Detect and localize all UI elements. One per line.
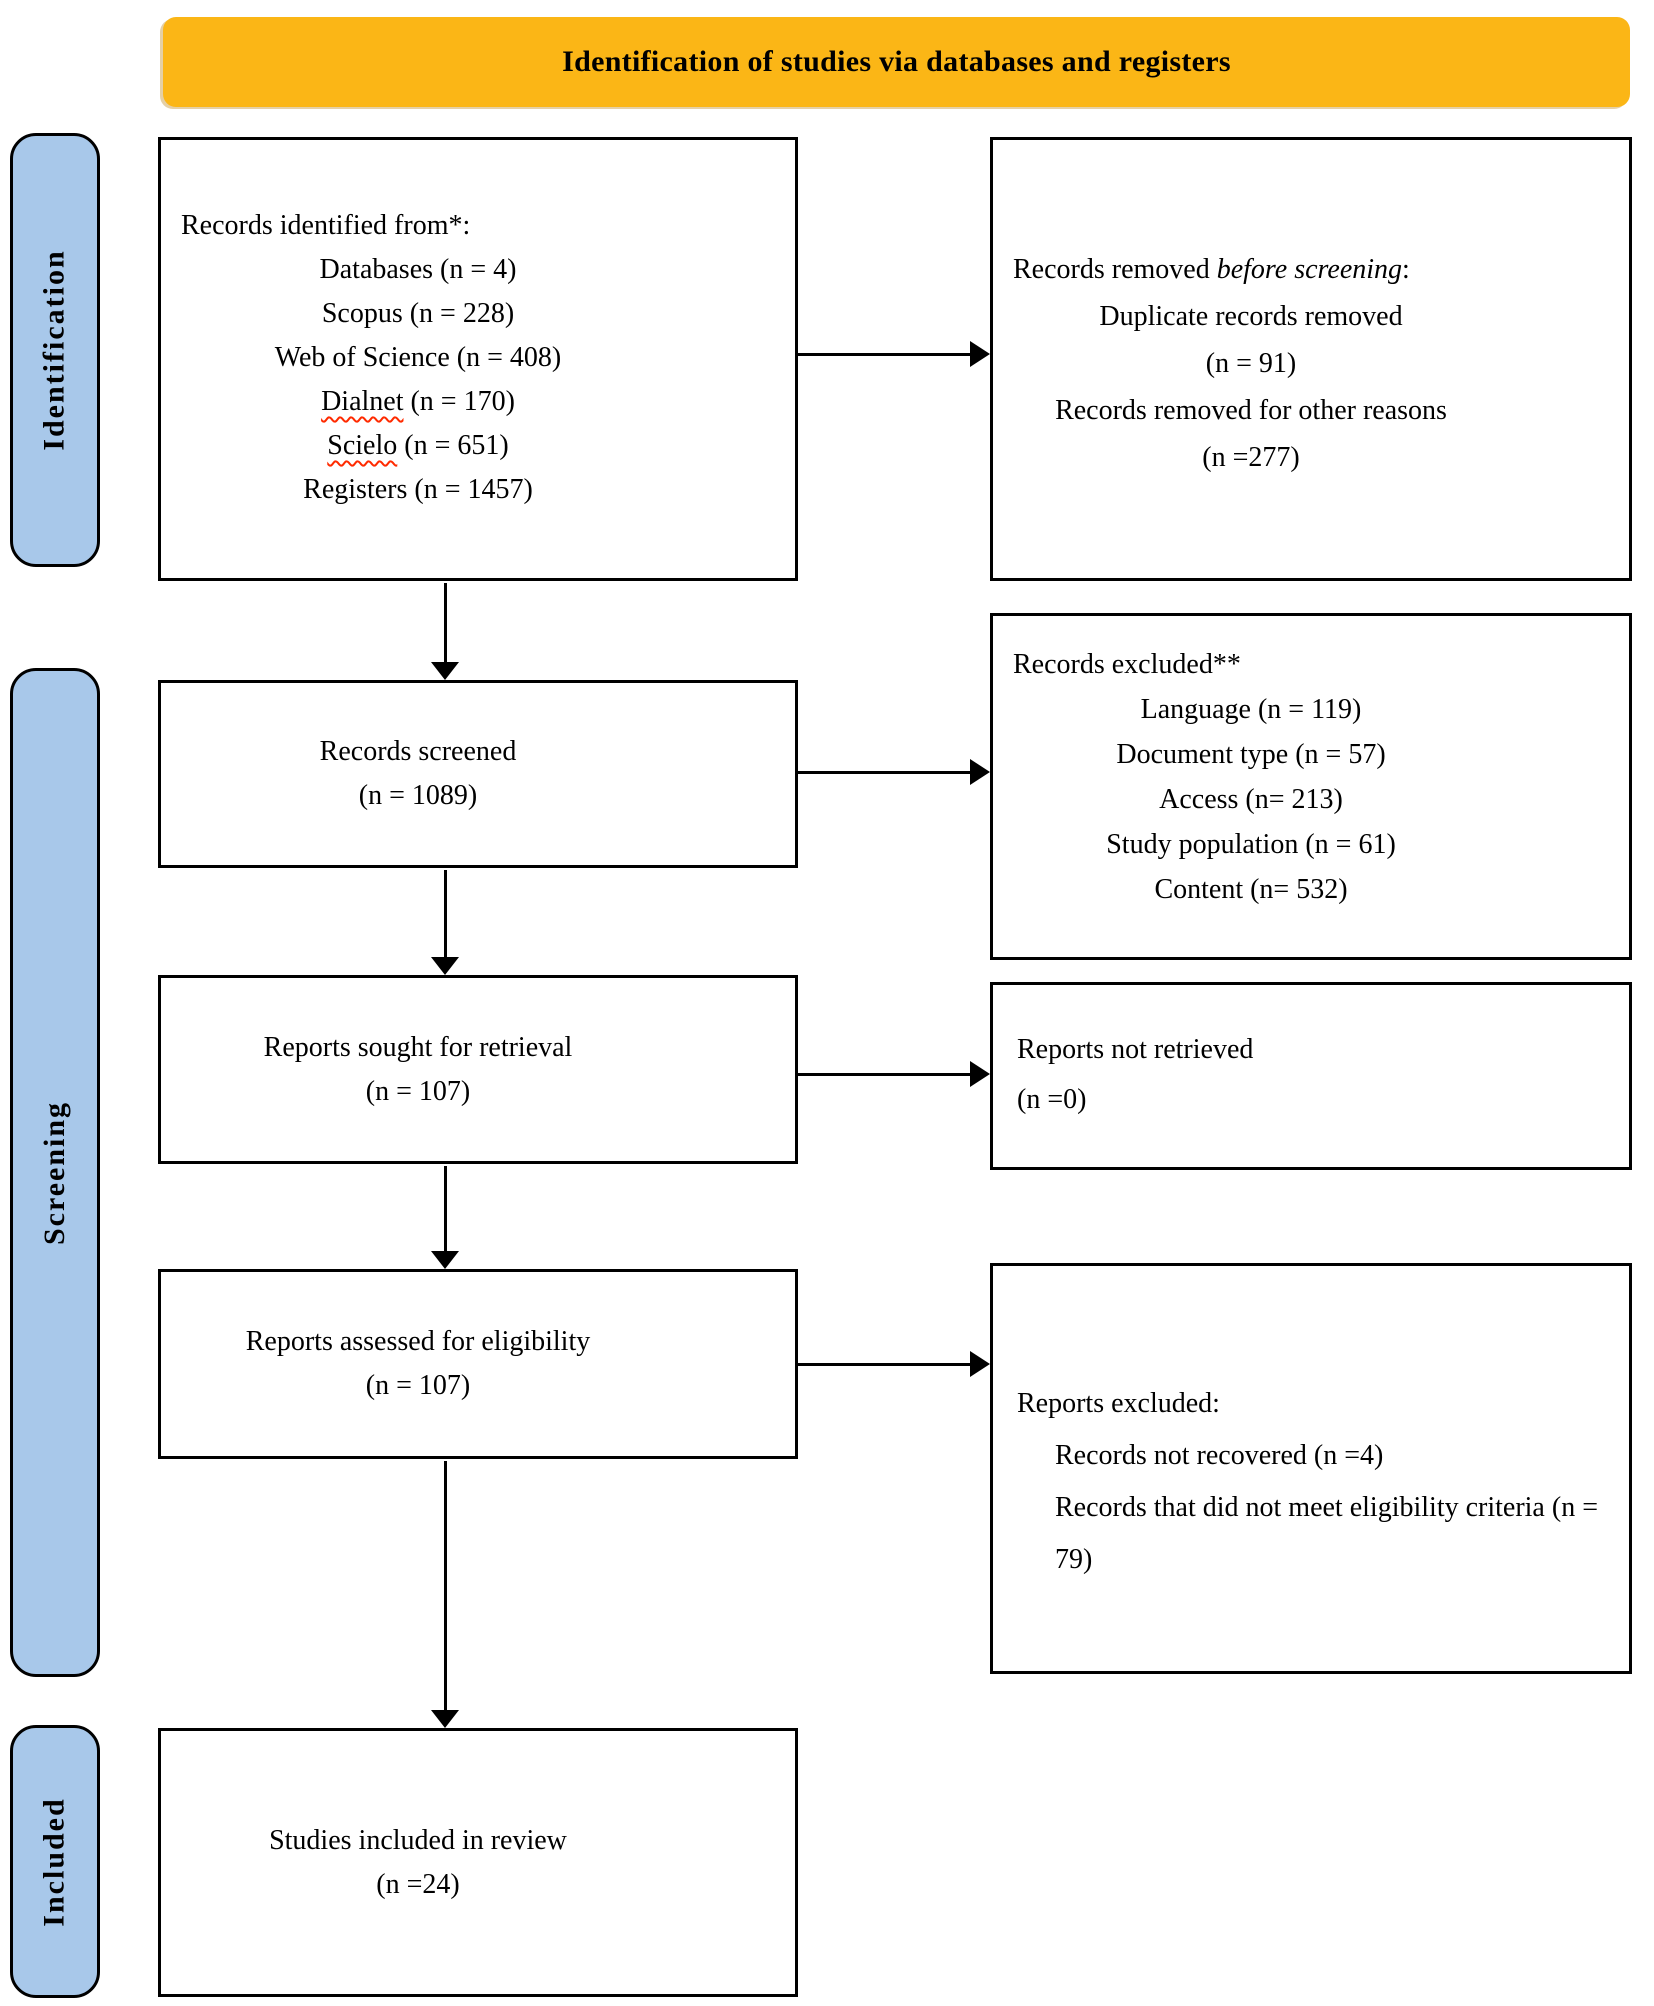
box-records-removed-title: Records removed before screening: <box>1013 246 1609 293</box>
arrow-assessed-to-included <box>431 1461 459 1728</box>
box-records-screened: Records screened (n = 1089) <box>158 680 798 868</box>
records-removed-title-italic: before screening <box>1216 254 1403 285</box>
arrow-shaft <box>798 1363 972 1366</box>
arrow-shaft <box>798 353 972 356</box>
line-scopus: Scopus (n = 228) <box>321 298 515 329</box>
reports-assessed-count: (n = 107) <box>365 1370 471 1401</box>
arrow-identified-to-screened <box>431 583 459 680</box>
box-reports-assessed: Reports assessed for eligibility (n = 10… <box>158 1269 798 1459</box>
arrow-assessed-to-reports-excluded <box>798 1351 990 1377</box>
box-records-excluded: Records excluded** Language (n = 119) Do… <box>990 613 1632 960</box>
arrowhead-right-icon <box>970 1061 990 1087</box>
arrow-identified-to-removed <box>798 341 990 367</box>
phase-label-identification-text: Identification <box>38 249 71 451</box>
phase-label-included: Included <box>10 1725 100 1998</box>
arrowhead-down-icon <box>431 957 459 975</box>
phase-label-screening-text: Screening <box>38 1100 72 1245</box>
records-removed-title-prefix: Records removed <box>1013 254 1217 285</box>
reports-not-retrieved-count: (n =0) <box>1017 1084 1087 1115</box>
box-studies-included: Studies included in review (n =24) <box>158 1728 798 1997</box>
reports-excluded-not-recovered: Records not recovered (n =4) <box>1055 1440 1384 1471</box>
arrow-shaft <box>444 583 447 663</box>
arrowhead-down-icon <box>431 1251 459 1269</box>
excluded-language: Language (n = 119) <box>1140 694 1362 725</box>
dialnet-misspelled-word: Dialnet <box>321 386 404 417</box>
reports-sought-label: Reports sought for retrieval <box>263 1031 573 1063</box>
box-records-excluded-title: Records excluded** <box>1013 649 1241 680</box>
records-screened-label: Records screened <box>319 736 517 767</box>
banner-identification-of-studies: Identification of studies via databases … <box>163 17 1630 107</box>
line-duplicates-removed: Duplicate records removed <box>1099 301 1403 332</box>
box-reports-excluded-title: Reports excluded: <box>1017 1388 1220 1419</box>
arrow-sought-to-not-retrieved <box>798 1061 990 1087</box>
arrowhead-right-icon <box>970 759 990 785</box>
excluded-access: Access (n= 213) <box>1159 784 1343 815</box>
reports-not-retrieved-label: Reports not retrieved <box>1017 1034 1254 1065</box>
line-other-reasons: Records removed for other reasons <box>1055 395 1447 426</box>
reports-assessed-label: Reports assessed for eligibility <box>245 1326 591 1357</box>
arrow-sought-to-assessed <box>431 1166 459 1269</box>
excluded-content: Content (n= 532) <box>1154 874 1348 905</box>
line-other-reasons-count: (n =277) <box>1202 442 1300 473</box>
line-dialnet: Dialnet (n = 170) <box>181 380 775 424</box>
arrowhead-down-icon <box>431 1710 459 1728</box>
line-web-of-science: Web of Science (n = 408) <box>274 342 562 373</box>
dialnet-count: (n = 170) <box>403 386 515 417</box>
arrowhead-right-icon <box>970 1351 990 1377</box>
arrow-screened-to-excluded <box>798 759 990 785</box>
line-registers: Registers (n = 1457) <box>303 474 533 505</box>
studies-included-count: (n =24) <box>376 1868 460 1900</box>
arrow-shaft <box>444 1461 447 1711</box>
excluded-document-type: Document type (n = 57) <box>1116 739 1386 770</box>
arrow-shaft <box>444 1166 447 1252</box>
phase-label-identification: Identification <box>10 133 100 567</box>
box-records-removed: Records removed before screening: Duplic… <box>990 137 1632 581</box>
box-records-identified-title: Records identified from*: <box>181 210 471 241</box>
records-screened-count: (n = 1089) <box>358 780 478 811</box>
arrowhead-right-icon <box>970 341 990 367</box>
line-scielo: Scielo (n = 651) <box>181 424 775 468</box>
arrow-screened-to-sought <box>431 870 459 975</box>
line-databases: Databases (n = 4) <box>319 254 517 285</box>
box-reports-not-retrieved: Reports not retrieved (n =0) <box>990 982 1632 1170</box>
scielo-count: (n = 651) <box>397 430 509 461</box>
box-records-identified: Records identified from*: Databases (n =… <box>158 137 798 581</box>
arrow-shaft <box>798 771 972 774</box>
arrow-shaft <box>444 870 447 958</box>
studies-included-label: Studies included in review <box>269 1824 567 1856</box>
arrow-shaft <box>798 1073 972 1076</box>
phase-label-screening: Screening <box>10 668 100 1677</box>
banner-title: Identification of studies via databases … <box>562 45 1231 78</box>
line-duplicates-count: (n = 91) <box>1205 348 1297 379</box>
excluded-study-population: Study population (n = 61) <box>1106 829 1396 860</box>
reports-sought-count: (n = 107) <box>365 1075 471 1107</box>
records-removed-title-suffix: : <box>1402 254 1410 285</box>
scielo-misspelled-word: Scielo <box>327 430 398 461</box>
phase-label-included-text: Included <box>38 1796 72 1927</box>
arrowhead-down-icon <box>431 662 459 680</box>
box-reports-excluded: Reports excluded: Records not recovered … <box>990 1263 1632 1674</box>
reports-excluded-eligibility-criteria: Records that did not meet eligibility cr… <box>1055 1492 1598 1575</box>
box-reports-sought: Reports sought for retrieval (n = 107) <box>158 975 798 1164</box>
